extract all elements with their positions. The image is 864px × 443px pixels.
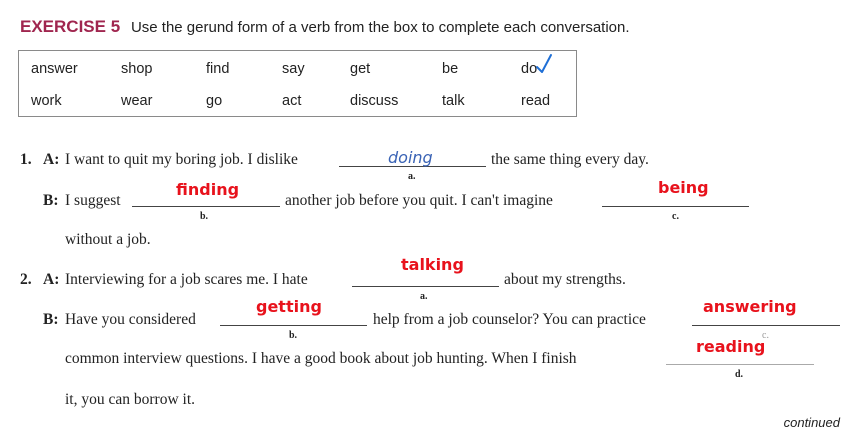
item-1-b-text-cont: without a job. [65, 231, 151, 248]
word-shop: shop [121, 61, 153, 77]
word-wear: wear [121, 93, 153, 109]
answer-2b: getting [256, 297, 322, 316]
blank-1a[interactable] [339, 166, 486, 167]
word-say: say [282, 61, 305, 77]
blank-label-1b: b. [200, 211, 209, 222]
blank-label-1a: a. [408, 171, 416, 182]
word-talk: talk [442, 93, 465, 109]
item-2-b-speaker: B: [43, 311, 59, 328]
item-2-a-text-after: about my strengths. [504, 271, 626, 288]
blank-1c[interactable] [602, 206, 749, 207]
blank-1b[interactable] [132, 206, 280, 207]
item-2-b-text-line2: common interview questions. I have a goo… [65, 350, 577, 367]
answer-2a: talking [401, 255, 464, 274]
answer-2c: answering [703, 297, 797, 316]
word-act: act [282, 93, 302, 109]
item-2-b-text-line3: it, you can borrow it. [65, 391, 196, 408]
item-2-b-text-middle: help from a job counselor? You can pract… [373, 311, 646, 328]
blank-label-1c: c. [672, 211, 679, 222]
word-work: work [31, 93, 62, 109]
item-1-b-speaker: B: [43, 192, 59, 209]
item-1-a-text-after: the same thing every day. [491, 151, 649, 168]
blank-label-2c: c. [762, 330, 769, 341]
word-discuss: discuss [350, 93, 399, 109]
blank-2a[interactable] [352, 286, 499, 287]
word-read: read [521, 93, 551, 109]
item-1-number: 1. [20, 151, 32, 168]
item-2-number: 2. [20, 271, 32, 288]
blank-2b[interactable] [220, 325, 367, 326]
blank-2c[interactable] [692, 325, 840, 326]
blank-label-2b: b. [289, 330, 298, 341]
blank-label-2a: a. [420, 291, 428, 302]
continued-label: continued [783, 415, 840, 430]
answer-1a: doing [388, 148, 433, 167]
word-be: be [442, 61, 459, 77]
exercise-label: EXERCISE 5 [20, 17, 121, 36]
item-2-a-text: Interviewing for a job scares me. I hate [65, 271, 308, 288]
word-do: do [521, 61, 538, 77]
item-1-a-text: I want to quit my boring job. I dislike [65, 151, 298, 168]
word-get: get [350, 61, 371, 77]
exercise-instruction: Use the gerund form of a verb from the b… [130, 19, 630, 36]
item-1-b-text: I suggest [65, 192, 121, 209]
item-2-a-speaker: A: [43, 271, 60, 288]
word-find: find [206, 61, 230, 77]
word-go: go [206, 93, 223, 109]
exercise-header: EXERCISE 5 Use the gerund form of a verb… [20, 17, 630, 37]
answer-2d: reading [696, 337, 766, 356]
answer-1c: being [658, 178, 709, 197]
item-1-b-text-middle: another job before you quit. I can't ima… [285, 192, 553, 209]
item-1-a-speaker: A: [43, 151, 60, 168]
item-2-b-text: Have you considered [65, 311, 196, 328]
blank-2d[interactable] [666, 364, 814, 365]
word-box: answer shop find say get be do work wear… [18, 50, 577, 117]
checkmark-icon [536, 54, 552, 73]
answer-1b: finding [176, 180, 240, 199]
word-answer: answer [31, 61, 78, 77]
blank-label-2d: d. [735, 369, 744, 380]
